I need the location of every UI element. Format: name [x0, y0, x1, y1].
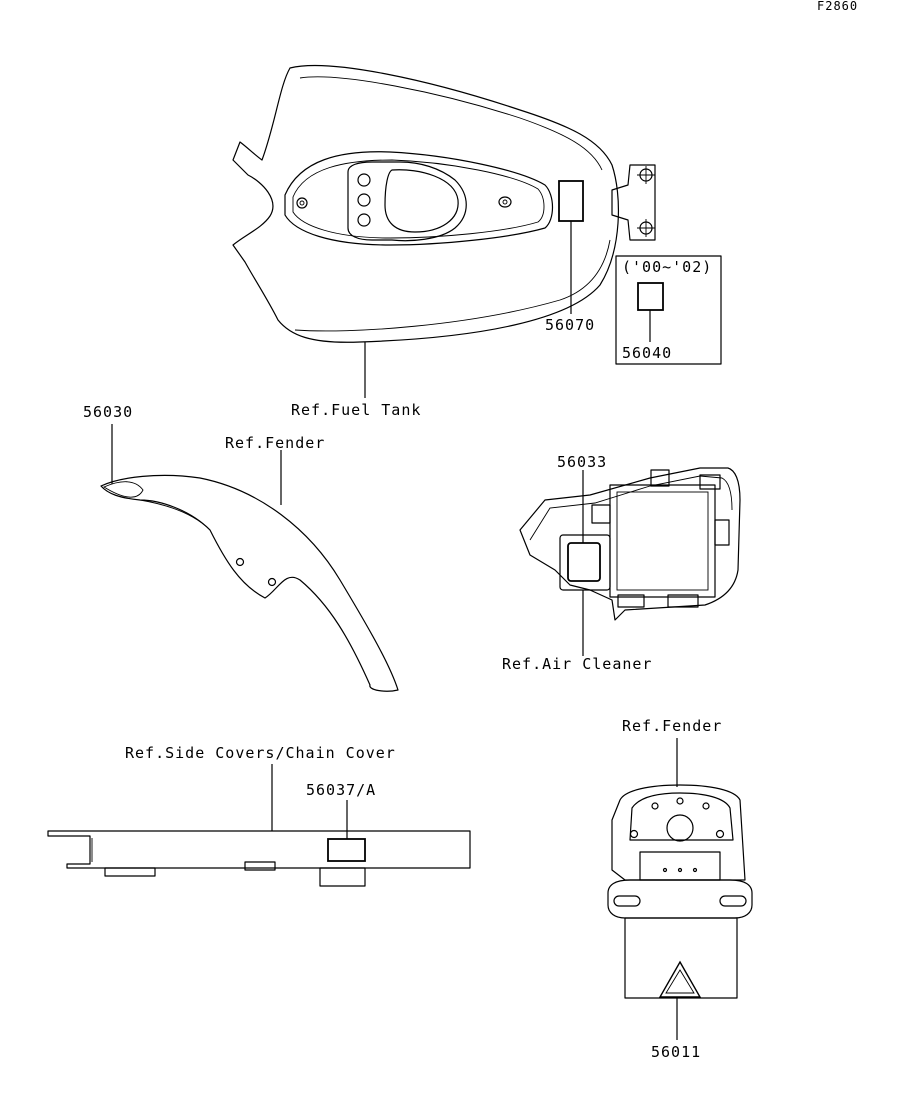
part-number-56070: 56070	[545, 316, 595, 334]
air-cleaner-label-sticker	[567, 542, 601, 582]
rear-fender-drawing	[607, 738, 753, 1040]
part-number-56030: 56030	[83, 403, 133, 421]
variant-years-text: ('00~'02)	[622, 258, 712, 276]
chain-cover-label-sticker	[327, 838, 366, 862]
fuel-tank-drawing	[232, 64, 656, 398]
part-number-56011: 56011	[651, 1043, 701, 1061]
part-number-56037a: 56037/A	[306, 781, 376, 799]
air-cleaner-drawing	[519, 467, 741, 656]
ref-air-cleaner-text: Ref.Air Cleaner	[502, 655, 652, 673]
ref-front-fender-text: Ref.Fender	[225, 434, 325, 452]
ref-fuel-tank-text: Ref.Fuel Tank	[291, 401, 421, 419]
chain-cover-drawing	[47, 764, 471, 887]
variant-inset	[615, 255, 722, 365]
part-number-56033: 56033	[557, 453, 607, 471]
front-fender-drawing	[100, 424, 399, 692]
tank-label-sticker	[558, 180, 584, 222]
ref-rear-fender-text: Ref.Fender	[622, 717, 722, 735]
ref-side-covers-text: Ref.Side Covers/Chain Cover	[125, 744, 396, 762]
figure-code: F2860	[817, 0, 858, 13]
part-number-56040: 56040	[622, 344, 672, 362]
warning-triangle-icon	[658, 960, 702, 998]
